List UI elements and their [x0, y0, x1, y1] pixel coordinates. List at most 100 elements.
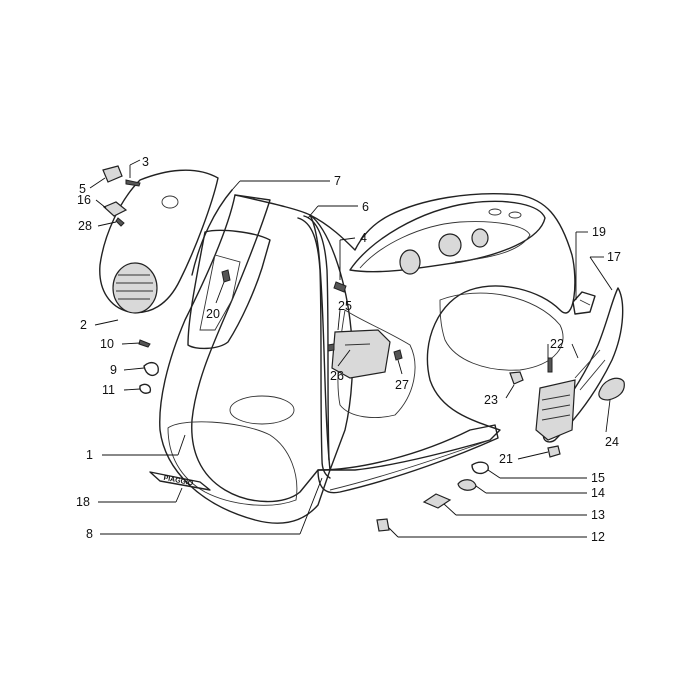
- dashboard-face: [359, 221, 531, 269]
- edge-trim-side-inner: [303, 215, 330, 461]
- dash-gauge-left: [399, 249, 421, 275]
- screw-25: [327, 343, 335, 352]
- clip-part: [572, 291, 596, 315]
- washer-11: [139, 383, 152, 394]
- leader-9: [123, 367, 145, 371]
- shield-glovebox-opening: [187, 229, 271, 350]
- screw-3: [125, 179, 141, 187]
- callout-19: 19: [592, 225, 606, 239]
- callout-1: 1: [86, 448, 93, 462]
- leader-24: [605, 399, 611, 433]
- leader-4: [339, 237, 356, 241]
- callout-9: 9: [110, 363, 117, 377]
- callout-20: 20: [206, 307, 220, 321]
- callout-4: 4: [360, 231, 367, 245]
- callout-12: 12: [591, 530, 605, 544]
- side-cowl: [439, 292, 564, 371]
- horn-cover: [99, 169, 219, 314]
- callout-17: 17: [607, 250, 621, 264]
- bolt-12: [376, 518, 390, 532]
- leader-20: [215, 281, 225, 304]
- leader-7b: [231, 180, 241, 191]
- callout-13: 13: [591, 508, 605, 522]
- dash-knob-1: [488, 208, 502, 216]
- callout-5: 5: [79, 182, 86, 196]
- leader-5: [89, 177, 106, 189]
- horn-cover-boss: [161, 195, 179, 209]
- piaggio-badge: [149, 471, 211, 491]
- bracket-13: [422, 493, 452, 509]
- leader-25: [337, 309, 341, 331]
- side-bracket-slats: [541, 394, 571, 421]
- clip-16: [102, 201, 128, 217]
- glovebox-door: [331, 329, 391, 379]
- callout-24: 24: [605, 435, 619, 449]
- grommet-14: [457, 479, 477, 491]
- callout-2: 2: [80, 318, 87, 332]
- callout-21: 21: [499, 452, 513, 466]
- main-body: [309, 193, 576, 471]
- leader-lines: [89, 159, 613, 538]
- clip-27: [393, 349, 403, 361]
- side-trim-strip: [542, 287, 624, 443]
- leader-2: [94, 319, 119, 326]
- floor-rail: [329, 439, 491, 491]
- callout-25: 25: [338, 299, 352, 313]
- callout-labels: 1 2 3 4 5 6 7 8 9 10 11 12 13 14 15 16 1…: [76, 155, 621, 544]
- leader-13b: [443, 503, 457, 516]
- shield-lower-recess: [167, 421, 298, 506]
- callout-15: 15: [591, 471, 605, 485]
- nut-23: [509, 371, 524, 385]
- callout-7: 7: [334, 174, 341, 188]
- leader-26: [337, 349, 351, 367]
- leader-23: [505, 384, 515, 399]
- leader-17b: [589, 256, 613, 291]
- leader-16: [95, 199, 107, 209]
- callout-14: 14: [591, 486, 605, 500]
- callout-8: 8: [86, 527, 93, 541]
- callout-28: 28: [78, 219, 92, 233]
- screw-20: [221, 269, 231, 283]
- dash-gauge-center: [438, 233, 462, 257]
- leader-10: [121, 342, 141, 345]
- side-reflector: [598, 377, 625, 401]
- shield-outer-edge: [234, 194, 331, 471]
- floorboard: [317, 424, 499, 494]
- leader-12b: [388, 527, 399, 538]
- piaggio-badge-text: PIAGGIO: [163, 475, 194, 488]
- fastener-5: [102, 165, 123, 183]
- shield-oval-recess: [229, 395, 295, 425]
- screw-28: [115, 217, 125, 227]
- callout-27: 27: [395, 378, 409, 392]
- leader-3: [129, 159, 141, 166]
- callout-22: 22: [550, 337, 564, 351]
- leader-15b: [487, 469, 501, 479]
- callout-26: 26: [330, 369, 344, 383]
- side-bracket: [535, 379, 576, 441]
- glovebox-door-latch: [344, 343, 371, 346]
- inner-panel: [337, 309, 416, 418]
- clip-9: [143, 361, 159, 377]
- leader-1b: [177, 434, 186, 456]
- dash-gauge-right: [471, 228, 489, 248]
- front-shield: [159, 194, 331, 524]
- callout-18: 18: [76, 495, 90, 509]
- dashboard-top: [349, 200, 546, 273]
- dash-knob-2: [508, 211, 522, 219]
- leader-21: [517, 451, 549, 460]
- nut-21: [547, 445, 561, 458]
- callout-6: 6: [362, 200, 369, 214]
- shield-glovebox-inner: [199, 254, 241, 331]
- leader-11: [123, 388, 141, 391]
- edge-trim: [191, 189, 233, 276]
- leader-27: [397, 359, 403, 375]
- leader-28: [97, 221, 117, 227]
- callout-16: 16: [77, 193, 91, 207]
- screw-22: [547, 357, 553, 373]
- bolt-4: [333, 281, 347, 293]
- clip-15: [471, 461, 489, 475]
- callout-23: 23: [484, 393, 498, 407]
- leader-18b: [175, 487, 183, 503]
- horn-grille-slats: [116, 274, 153, 300]
